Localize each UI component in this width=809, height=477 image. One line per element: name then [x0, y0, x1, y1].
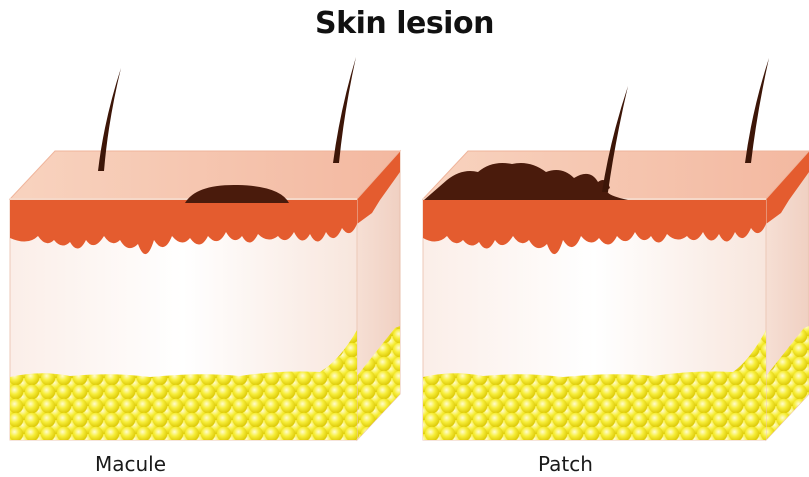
patch-hair-right [745, 58, 769, 163]
macule-hair-right [333, 57, 356, 163]
patch-skin-block [423, 58, 809, 440]
macule-skin-block [10, 57, 400, 440]
patch-label: Patch [538, 452, 593, 476]
macule-label: Macule [95, 452, 166, 476]
